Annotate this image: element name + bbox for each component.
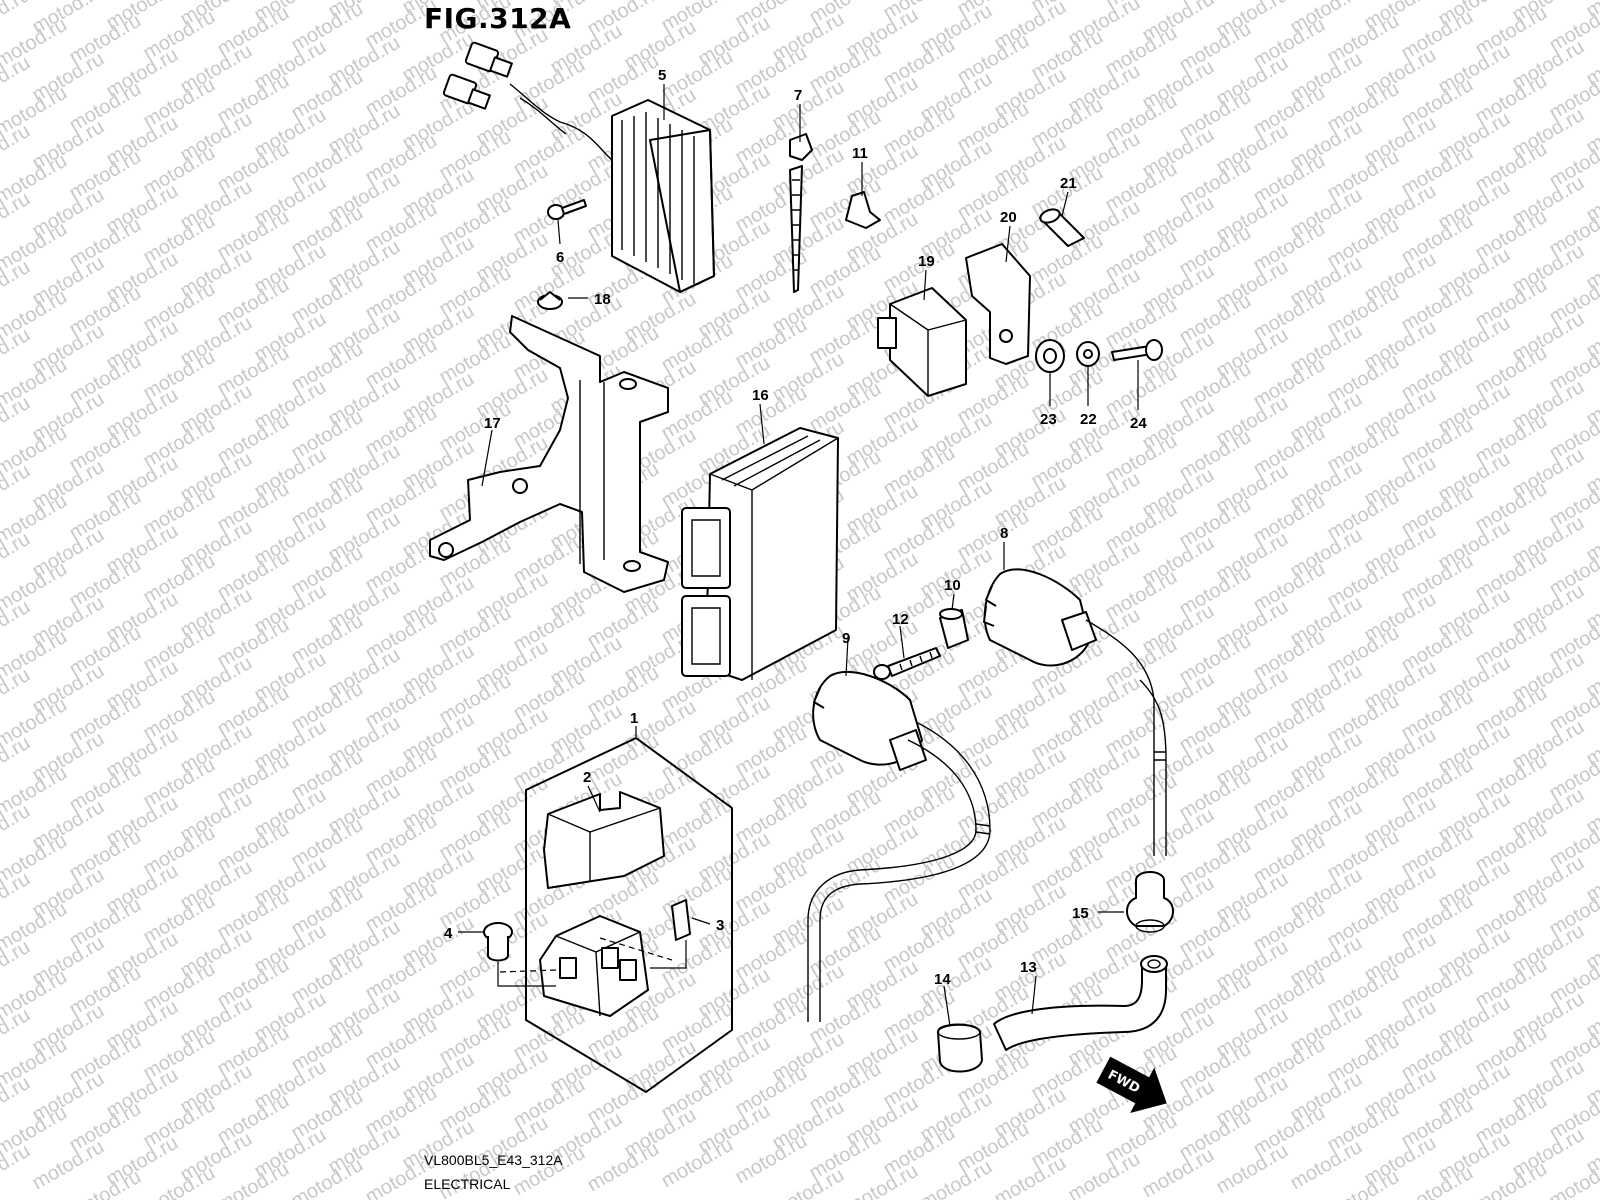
cap-ring-part: [937, 1023, 983, 1073]
callout-7: 7: [794, 87, 802, 104]
callout-3: 3: [716, 917, 724, 934]
callout-24: 24: [1130, 415, 1147, 432]
callout-4: 4: [444, 925, 453, 942]
watermark-text: motod.ru: [29, 1136, 108, 1195]
washer-small-part: [1076, 341, 1100, 367]
callout-11: 11: [852, 145, 868, 162]
watermark-text: motod.ru: [1213, 1140, 1292, 1199]
callout-16: 16: [752, 387, 769, 404]
callout-9: 9: [842, 630, 850, 647]
callout-23: 23: [1040, 411, 1057, 428]
figure-caption: ELECTRICAL: [424, 1176, 511, 1192]
callout-1: 1: [630, 710, 638, 727]
callout-18: 18: [594, 291, 611, 308]
fuse-box-base-part: [539, 915, 649, 1017]
callout-20: 20: [1000, 209, 1017, 226]
box-screw-part: [483, 922, 513, 962]
watermark-text: motod.ru: [1287, 1136, 1366, 1195]
callout-2: 2: [583, 769, 591, 786]
callout-14: 14: [934, 971, 951, 988]
figure-title: FIG.312A: [424, 2, 572, 35]
callout-22: 22: [1080, 411, 1097, 428]
callout-21: 21: [1060, 175, 1077, 192]
watermark-text: motod.ru: [1139, 1144, 1218, 1200]
callout-12: 12: [892, 611, 909, 628]
fuse-part: [671, 899, 691, 941]
callout-13: 13: [1020, 959, 1037, 976]
figure-code: VL800BL5_E43_312A: [424, 1152, 563, 1168]
callout-6: 6: [556, 249, 564, 266]
washer-part: [1035, 339, 1065, 373]
callout-15: 15: [1072, 905, 1089, 922]
callout-17: 17: [484, 415, 501, 432]
callout-10: 10: [944, 577, 961, 594]
callout-19: 19: [918, 253, 935, 270]
callout-5: 5: [658, 67, 666, 84]
callout-8: 8: [1000, 525, 1008, 542]
